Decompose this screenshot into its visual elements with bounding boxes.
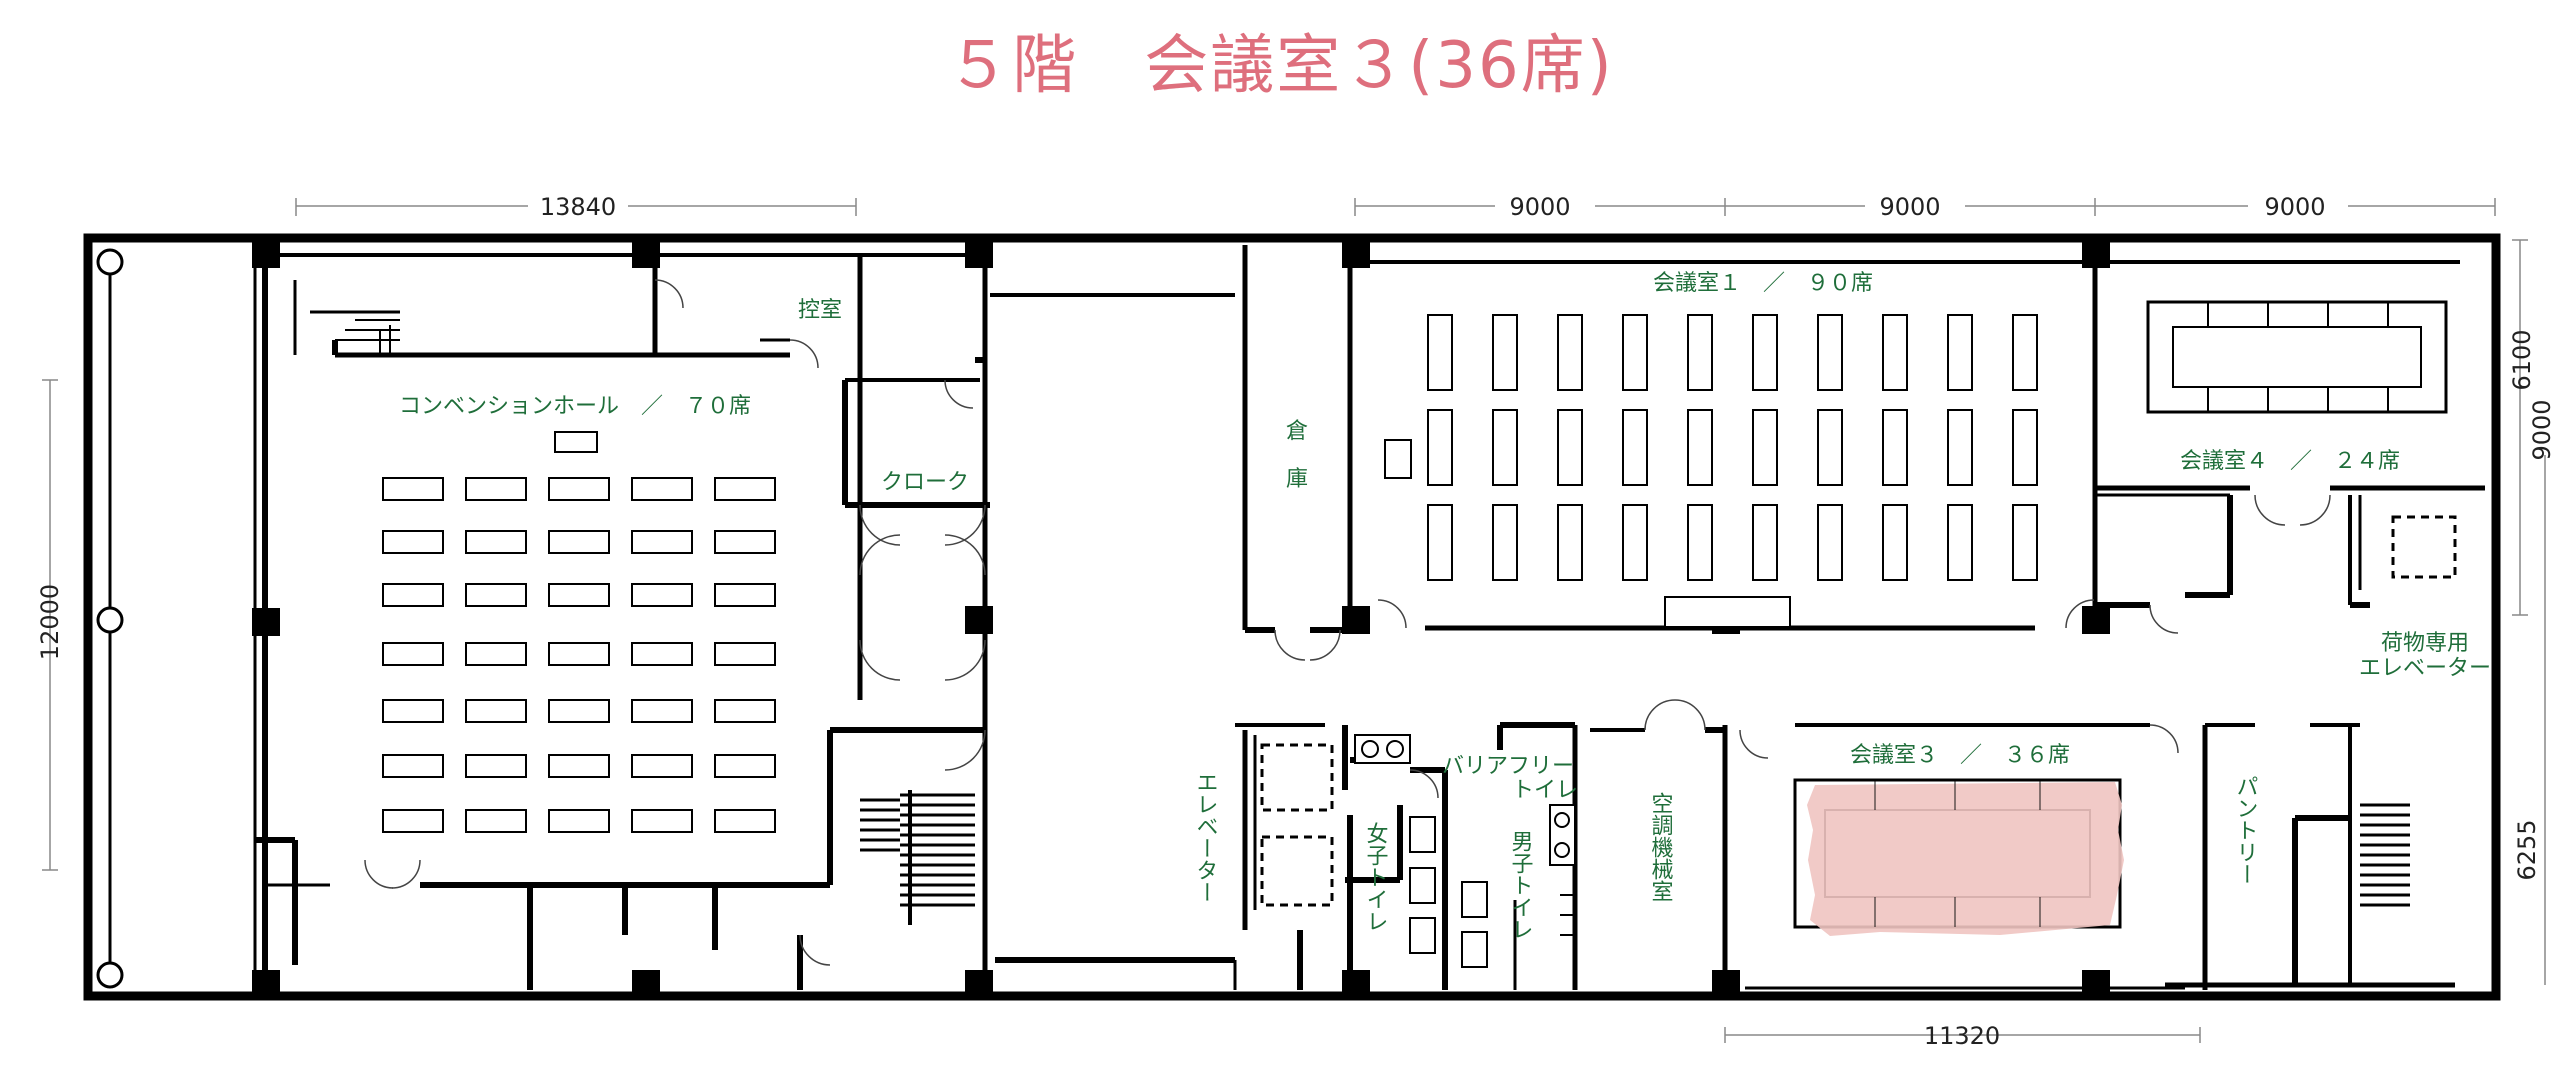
convention-hall-desks <box>382 431 776 833</box>
stairs-east <box>2360 803 2410 907</box>
elevator-shafts <box>1260 743 1334 907</box>
label-storage-2: 庫 <box>1286 467 1308 492</box>
stairs-small <box>335 319 400 355</box>
label-pantry: パントリー <box>2233 775 2258 885</box>
page-title: ５階 会議室３(36席) <box>946 29 1614 103</box>
west-terrace <box>96 248 124 989</box>
label-cloak: クローク <box>881 470 969 495</box>
outer-walls <box>83 233 2501 1001</box>
label-freight-elevator-1: 荷物専用 <box>2381 631 2469 656</box>
dim-9000-b: 9000 <box>1879 193 1940 221</box>
label-meeting-room-4: 会議室４ ／ ２４席 <box>2180 449 2400 474</box>
label-waiting-room: 控室 <box>798 298 842 323</box>
label-convention-hall: コンベンションホール ／ ７０席 <box>399 394 751 419</box>
label-hvac-room: 空調機械室 <box>1648 792 1674 902</box>
label-freight-elevator-2: エレベーター <box>2359 656 2491 681</box>
toilet-fixtures <box>1354 734 1576 968</box>
dim-12000: 12000 <box>36 584 64 660</box>
label-barrier-free-2: トイレ <box>1512 778 1578 803</box>
dim-9000-vertical: 9000 <box>2528 399 2556 460</box>
interior-walls <box>253 245 2485 990</box>
dim-9000-a: 9000 <box>1509 193 1570 221</box>
label-barrier-free-1: バリアフリー <box>1442 754 1574 779</box>
label-meeting-room-3: 会議室３ ／ ３６席 <box>1850 743 2070 768</box>
dim-11320: 11320 <box>1924 1022 2000 1050</box>
label-womens-toilet: 女子トイレ <box>1363 822 1388 932</box>
meeting-room-1-desks <box>1384 314 2038 628</box>
dim-6255: 6255 <box>2513 819 2541 880</box>
label-storage-1: 倉 <box>1286 419 1308 444</box>
door-swings <box>364 279 2331 966</box>
meeting-room-3-highlight <box>1807 782 2124 936</box>
dimension-lines <box>42 198 2546 1043</box>
label-elevator: エレベーター <box>1193 771 1218 903</box>
dim-9000-c: 9000 <box>2264 193 2325 221</box>
meeting-room-4-table <box>2146 300 2457 579</box>
stairs-west <box>860 793 975 907</box>
dim-6100: 6100 <box>2508 329 2536 390</box>
label-mens-toilet: 男子トイレ <box>1508 830 1534 940</box>
dim-13840: 13840 <box>540 193 616 221</box>
label-meeting-room-1: 会議室１ ／ ９０席 <box>1653 271 1873 296</box>
